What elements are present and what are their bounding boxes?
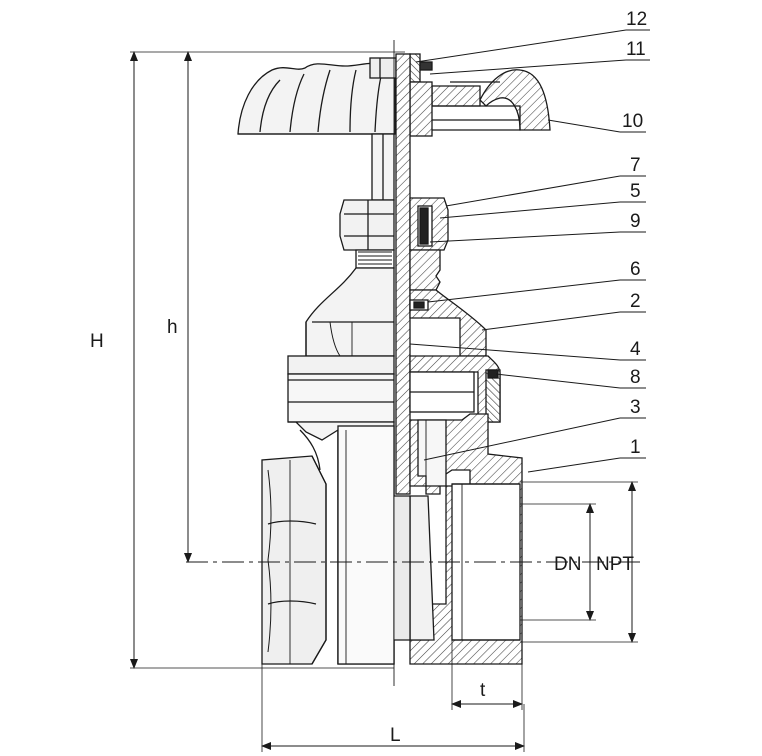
stem (371, 53, 411, 495)
dim-label-H: H (90, 331, 104, 352)
callout-6: 6 (630, 259, 641, 280)
dim-label-h: h (167, 317, 178, 338)
callout-4: 4 (630, 339, 641, 360)
dim-label-DN: DN (554, 554, 582, 575)
callout-5: 5 (630, 181, 641, 202)
leader-lines (409, 29, 650, 473)
callout-7: 7 (630, 155, 641, 176)
dimension-lines (130, 51, 638, 752)
union-ring (287, 355, 501, 423)
valve-body (261, 413, 523, 665)
callout-9: 9 (630, 211, 641, 232)
packing-nut (339, 197, 449, 291)
dim-label-NPT: NPT (596, 554, 634, 575)
center-lines (186, 40, 640, 686)
callout-2: 2 (630, 291, 641, 312)
callout-1: 1 (630, 437, 641, 458)
callout-10: 10 (622, 111, 644, 132)
dim-label-t: t (480, 680, 486, 701)
callout-8: 8 (630, 367, 641, 388)
callout-11: 11 (626, 39, 646, 60)
top-nut (369, 53, 433, 137)
callout-12: 12 (626, 9, 648, 30)
dim-label-L: L (390, 725, 401, 746)
bonnet (305, 267, 487, 357)
callout-3: 3 (630, 397, 641, 418)
